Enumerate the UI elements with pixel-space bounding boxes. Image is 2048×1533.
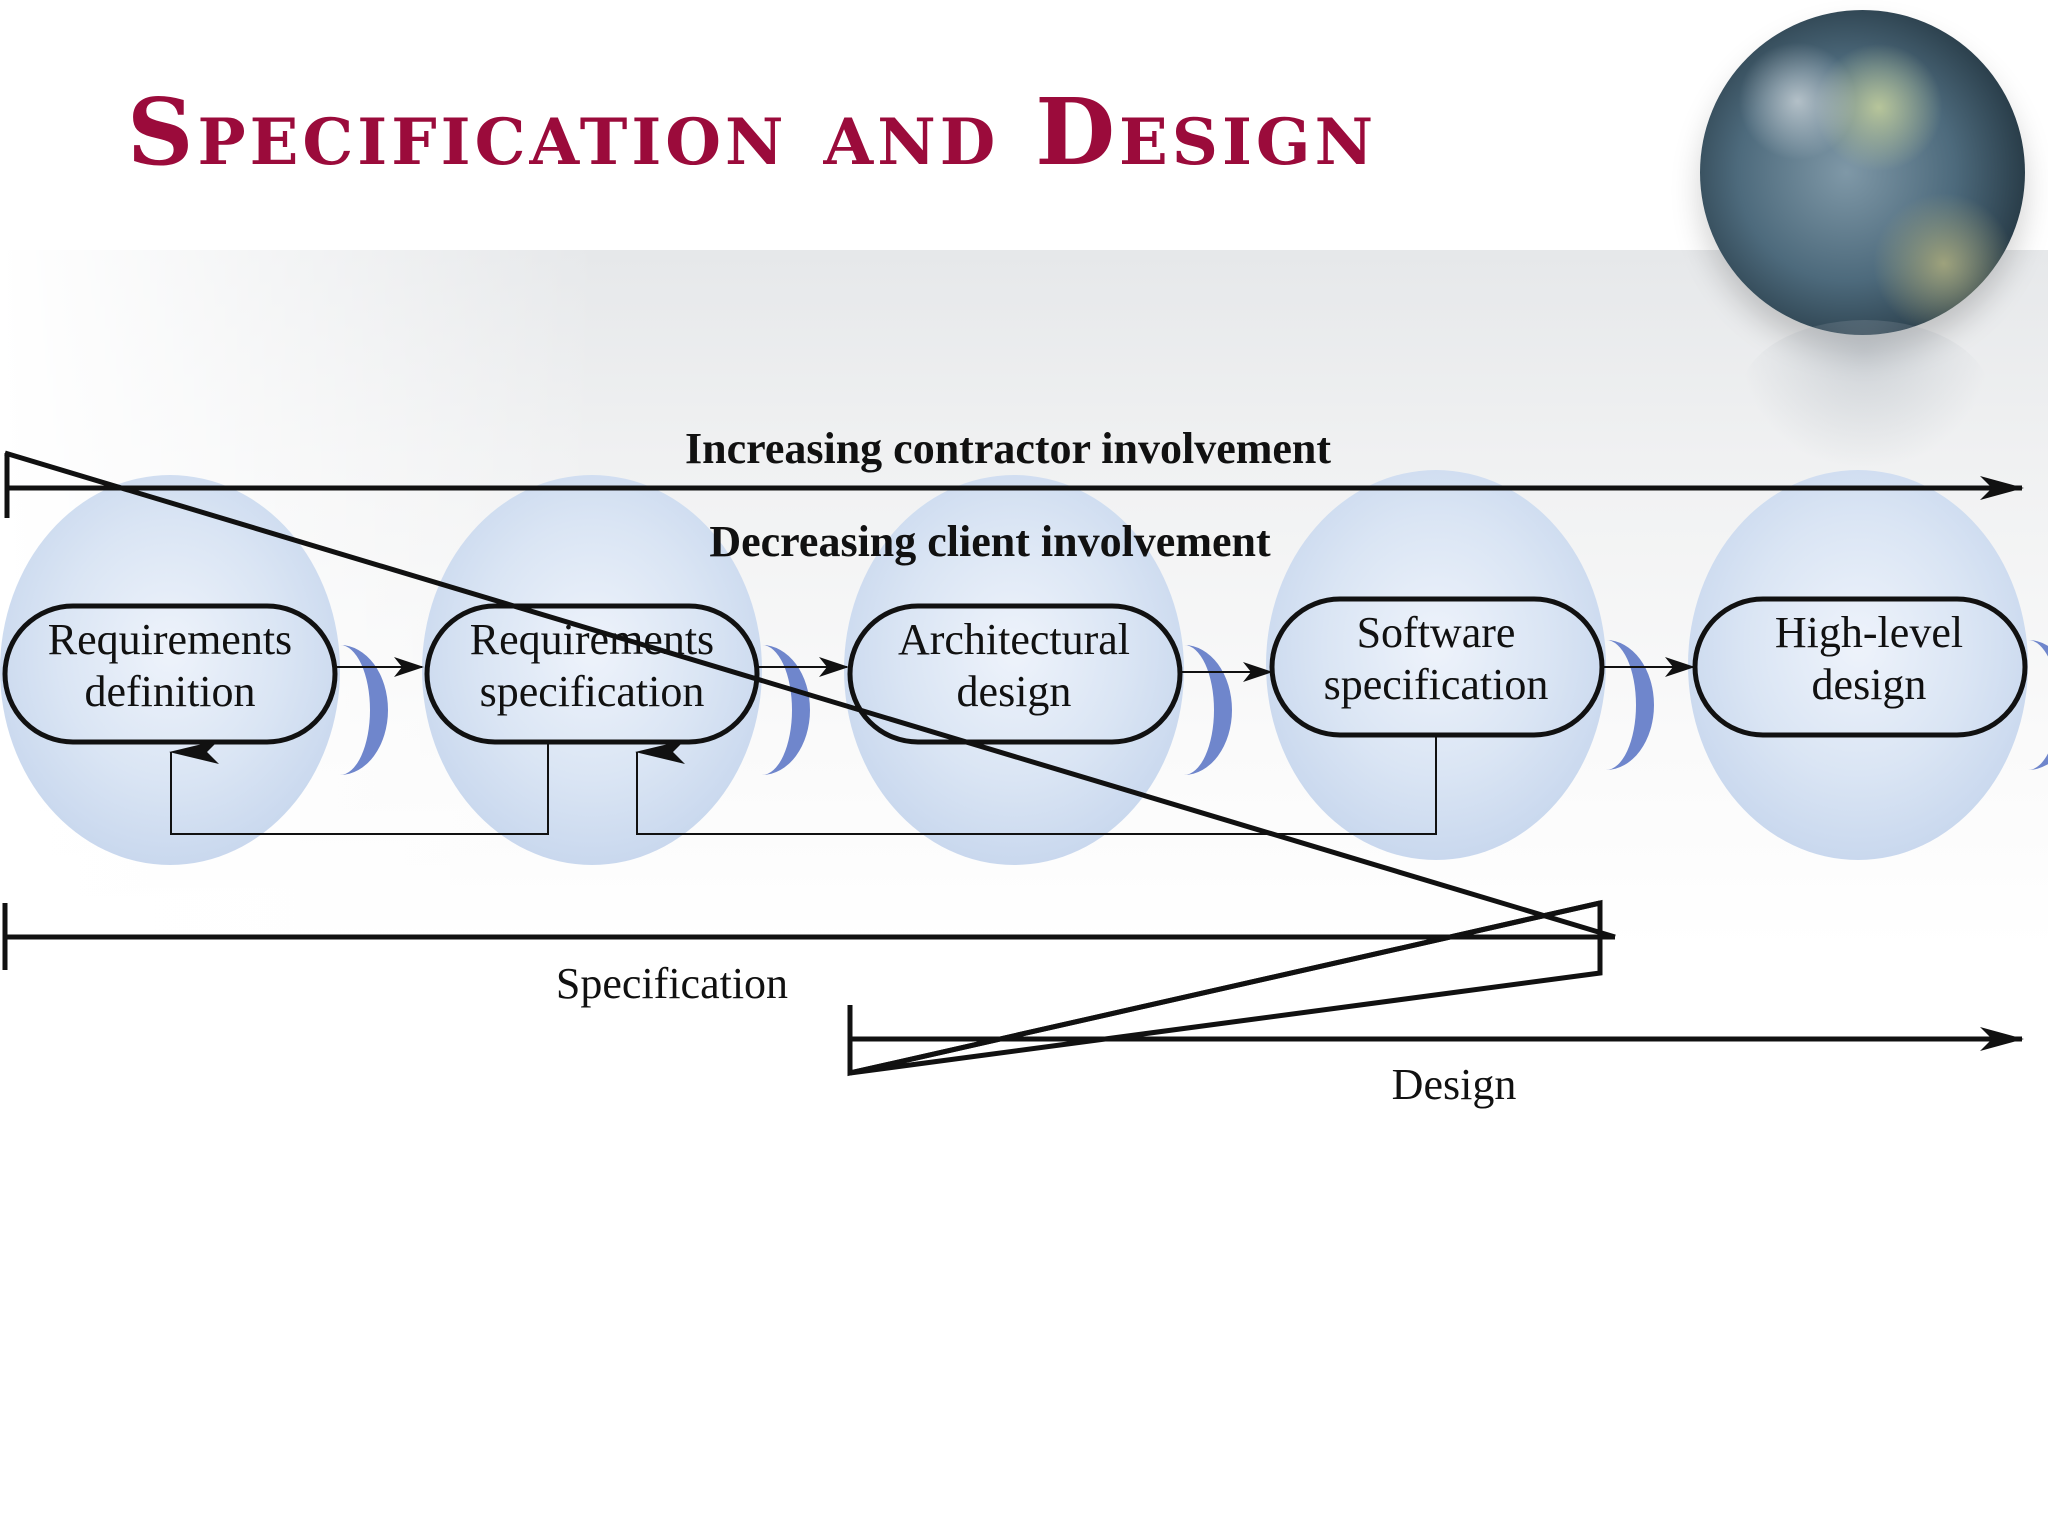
stage-2-line2: specification <box>480 667 705 716</box>
stage-bubble-software-specification <box>1266 470 1654 860</box>
stage-3-line1: Architectural <box>898 615 1130 664</box>
feedback-lines <box>170 736 1437 835</box>
increasing-contractor-label: Increasing contractor involvement <box>685 424 1331 473</box>
stage-4-line2: specification <box>1324 660 1549 709</box>
earth-globe-icon <box>1700 10 2025 335</box>
client-involvement-line <box>4 450 1616 940</box>
slide-title: Specification and Design <box>127 78 1378 186</box>
stage-3-line2: design <box>957 667 1072 716</box>
stage-bubble-architectural-design <box>844 475 1232 865</box>
stage-bubble-requirements-definition <box>0 475 388 865</box>
stage-5-line1: High-level <box>1775 608 1963 657</box>
stage-bubble-high-level-design <box>1688 470 2048 860</box>
stage-box-requirements-specification <box>424 603 760 745</box>
stage-box-requirements-definition <box>2 603 338 745</box>
stage-4-line1: Software <box>1357 608 1516 657</box>
decreasing-client-label: Decreasing client involvement <box>709 517 1271 566</box>
stage-box-architectural-design <box>847 603 1183 745</box>
stage-1-line2: definition <box>84 667 255 716</box>
specification-phase-label: Specification <box>556 959 788 1008</box>
stage-bubble-requirements-specification <box>422 475 810 865</box>
stage-1-line1: Requirements <box>48 615 292 664</box>
design-wedge <box>847 900 1601 1077</box>
stage-box-software-specification <box>1269 596 1605 738</box>
stage-5-line2: design <box>1812 660 1927 709</box>
design-phase-label: Design <box>1392 1060 1517 1109</box>
globe-reflection <box>1740 320 1990 470</box>
stage-box-high-level-design <box>1692 596 2028 738</box>
